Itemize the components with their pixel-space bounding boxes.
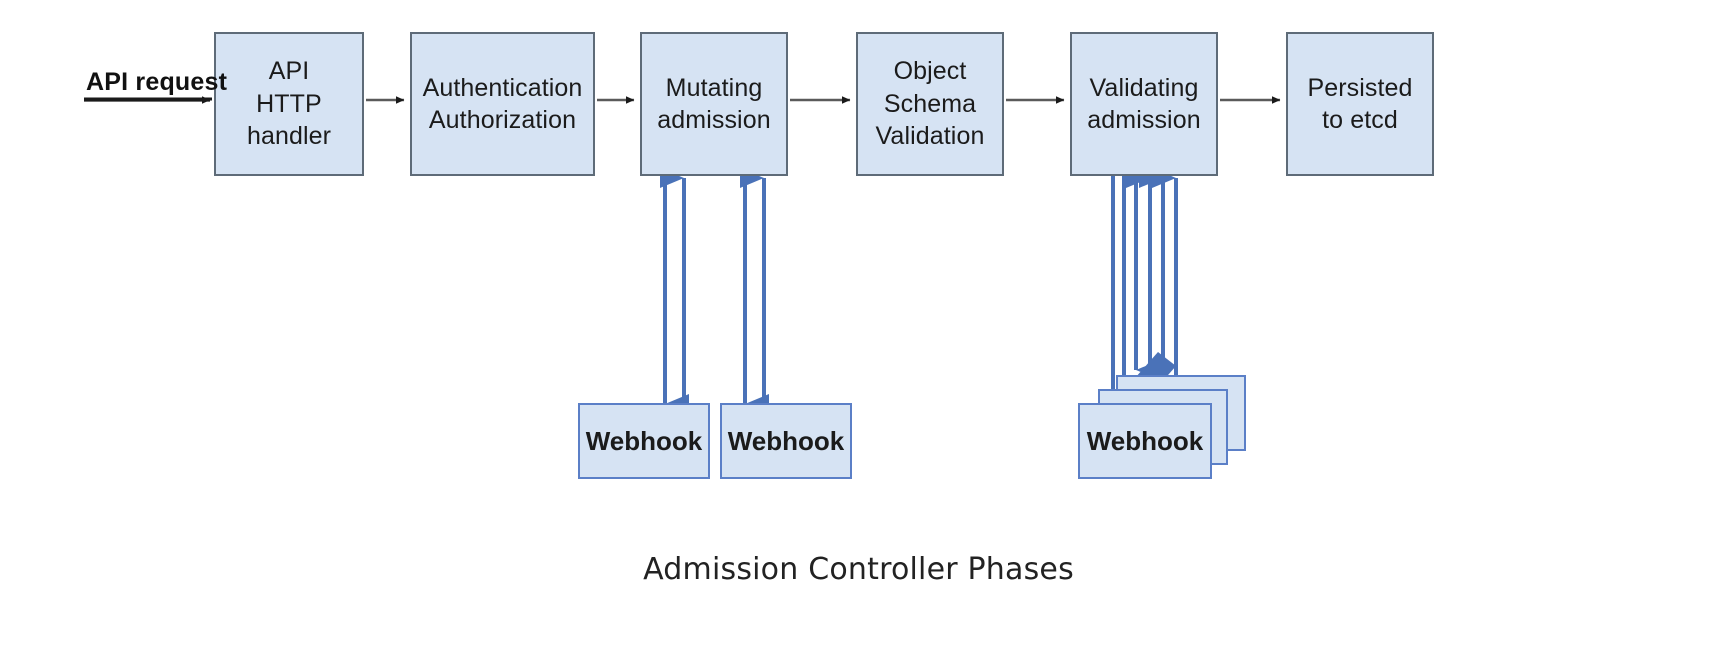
mutating-webhook-arrow-group xyxy=(660,168,769,414)
webhook-box-mutating-1[interactable]: Webhook xyxy=(578,403,710,479)
phase-box-object-schema-validation[interactable]: Object Schema Validation xyxy=(856,32,1004,176)
webhook-box-validating-1[interactable]: Webhook xyxy=(1078,403,1212,479)
phase-box-validating-admission[interactable]: Validating admission xyxy=(1070,32,1218,176)
phase-box-mutating-admission[interactable]: Mutating admission xyxy=(640,32,788,176)
phase-box-authn-authz[interactable]: Authentication Authorization xyxy=(410,32,595,176)
phase-box-api-http-handler[interactable]: API HTTP handler xyxy=(214,32,364,176)
webhook-box-mutating-2[interactable]: Webhook xyxy=(720,403,852,479)
diagram-caption: Admission Controller Phases xyxy=(643,552,1074,587)
api-request-label: API request xyxy=(86,68,228,96)
phase-box-persisted-to-etcd[interactable]: Persisted to etcd xyxy=(1286,32,1434,176)
